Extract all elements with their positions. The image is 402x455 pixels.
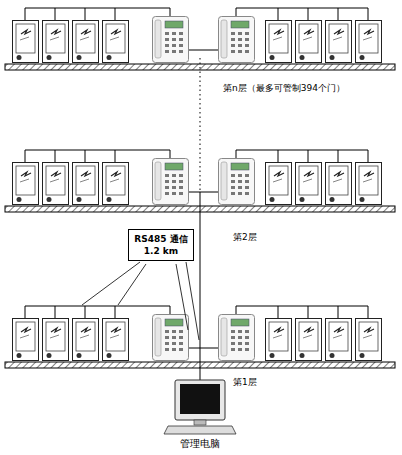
controller <box>153 315 189 361</box>
door-unit <box>356 21 382 63</box>
door-unit <box>43 319 69 361</box>
door-unit <box>326 163 352 205</box>
door-unit <box>103 319 129 361</box>
backbone-dotted <box>200 58 201 192</box>
node-text: RS485 通信 1.2 km <box>132 233 190 257</box>
node-text: 管理电脑 <box>168 437 232 451</box>
callout-box: RS485 通信 1.2 km <box>128 229 194 261</box>
floor-label: 第n层（最多可管制394个门） <box>222 82 346 95</box>
door-unit <box>73 21 99 63</box>
floor-group <box>5 8 395 70</box>
door-unit <box>43 21 69 63</box>
controller <box>219 17 255 63</box>
controller <box>153 159 189 205</box>
door-unit <box>266 319 292 361</box>
computer-icon <box>164 380 236 434</box>
callout-lines <box>82 262 199 340</box>
door-unit <box>296 319 322 361</box>
door-unit <box>13 319 39 361</box>
backbone-line <box>200 192 201 380</box>
door-unit <box>73 163 99 205</box>
floor-label: 第1层 <box>232 376 258 389</box>
door-unit <box>43 163 69 205</box>
door-unit <box>326 21 352 63</box>
door-unit <box>103 21 129 63</box>
door-unit <box>103 163 129 205</box>
door-unit <box>296 21 322 63</box>
controller <box>219 159 255 205</box>
door-unit <box>266 21 292 63</box>
floor-label: 第2层 <box>232 231 258 244</box>
door-unit <box>356 163 382 205</box>
door-unit <box>356 319 382 361</box>
door-unit <box>13 21 39 63</box>
computer-node: 管理电脑 <box>168 437 232 451</box>
controller <box>219 315 255 361</box>
controller <box>153 17 189 63</box>
door-unit <box>296 163 322 205</box>
door-unit <box>13 163 39 205</box>
door-unit <box>73 319 99 361</box>
door-unit <box>266 163 292 205</box>
door-unit <box>326 319 352 361</box>
